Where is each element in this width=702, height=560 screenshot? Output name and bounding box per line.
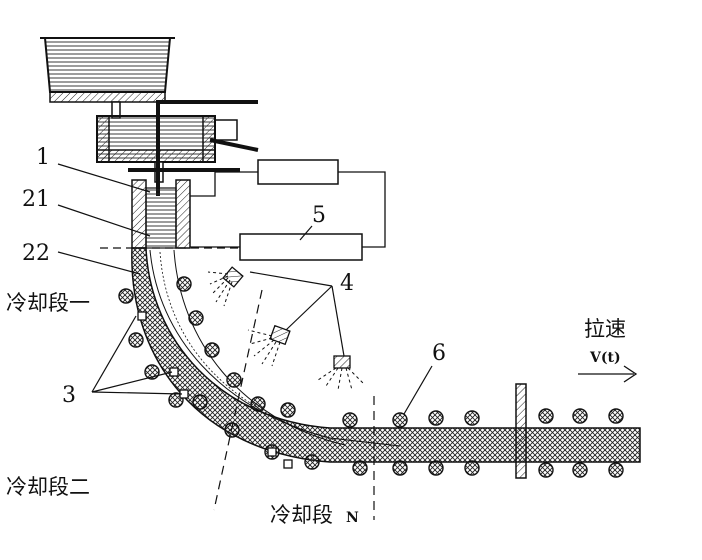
roll xyxy=(342,412,358,428)
spray-nozzles xyxy=(207,266,365,391)
roll xyxy=(608,408,624,424)
label-22: 22 xyxy=(22,241,50,266)
roll xyxy=(188,310,204,326)
roll xyxy=(192,394,208,410)
label-1: 1 xyxy=(36,145,50,170)
sensor-markers xyxy=(137,311,293,469)
roll xyxy=(572,408,588,424)
roll xyxy=(428,410,444,426)
section-dividers xyxy=(213,289,375,520)
control-circuit xyxy=(190,159,386,261)
label-6: 6 xyxy=(432,341,446,366)
roll xyxy=(392,460,408,476)
roll xyxy=(352,460,368,476)
label-5: 5 xyxy=(312,203,326,228)
roll xyxy=(128,332,144,348)
roll xyxy=(304,454,320,470)
spray-nozzle-1 xyxy=(207,266,244,307)
roll xyxy=(204,342,220,358)
ladle xyxy=(40,37,175,119)
roll xyxy=(572,462,588,478)
label-3: 3 xyxy=(62,383,76,408)
roll xyxy=(226,372,242,388)
stopper-mechanism xyxy=(128,100,259,196)
label-cooling-section-n-suffix: N xyxy=(346,510,359,526)
spray-nozzle-2 xyxy=(247,324,291,367)
label-cooling-section-1: 冷却段一 xyxy=(6,291,90,315)
leader-lines xyxy=(57,163,433,415)
roll xyxy=(464,460,480,476)
label-4: 4 xyxy=(340,271,354,296)
label-casting-speed: 拉速 xyxy=(584,317,626,341)
roll xyxy=(538,462,554,478)
roll xyxy=(280,402,296,418)
roll xyxy=(538,408,554,424)
speed-arrow xyxy=(578,365,638,383)
roll xyxy=(428,460,444,476)
label-cooling-section-n: 冷却段 xyxy=(270,503,333,527)
roll xyxy=(608,462,624,478)
label-cooling-section-2: 冷却段二 xyxy=(6,475,90,499)
mould xyxy=(100,179,240,249)
roll xyxy=(392,412,408,428)
support-rolls xyxy=(118,276,624,478)
roll xyxy=(464,410,480,426)
casting-strand xyxy=(131,247,641,479)
roll xyxy=(176,276,192,292)
roll xyxy=(144,364,160,380)
label-21: 21 xyxy=(22,187,50,212)
label-speed-symbol: V(t) xyxy=(589,350,621,366)
spray-nozzle-3 xyxy=(317,355,365,391)
roll xyxy=(118,288,134,304)
roll xyxy=(250,396,266,412)
